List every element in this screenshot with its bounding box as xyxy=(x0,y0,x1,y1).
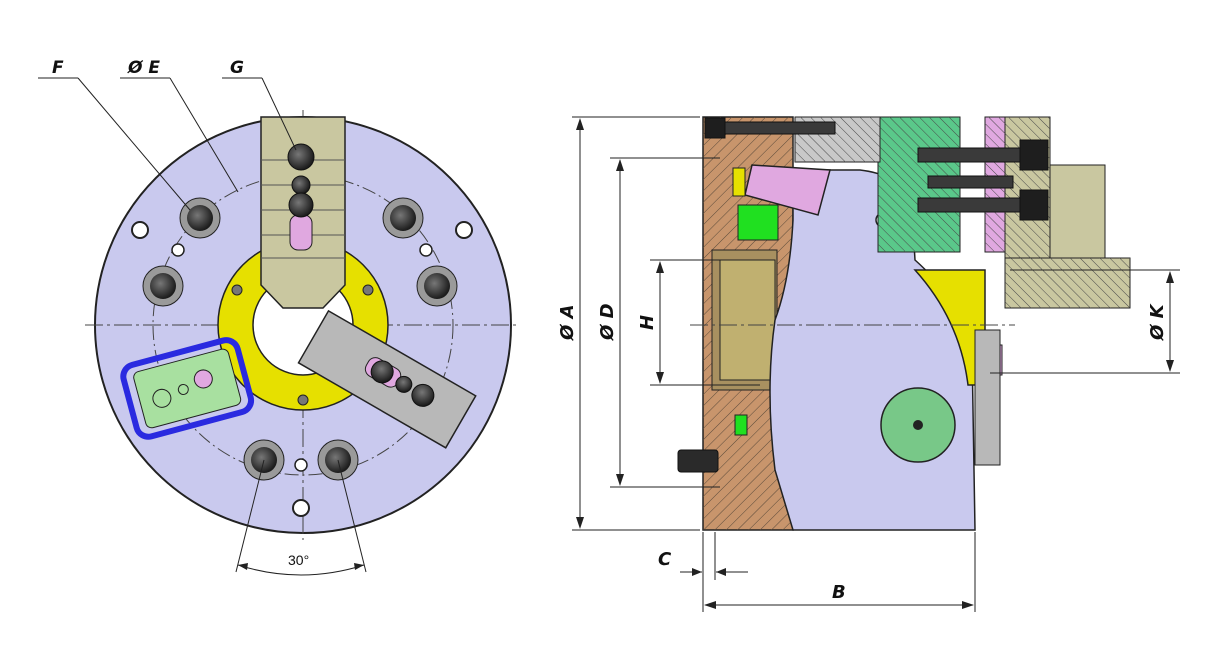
top-jaw xyxy=(260,116,346,309)
dim-h-label: H xyxy=(637,315,658,330)
jaw-pink-slot xyxy=(289,214,313,251)
left-jaw xyxy=(120,337,255,440)
jaw-screw xyxy=(287,143,315,171)
small-hole xyxy=(292,499,310,517)
yellow-wedge xyxy=(913,269,986,386)
right-step xyxy=(1049,164,1106,266)
pink-slider xyxy=(744,164,831,216)
wedge-screw xyxy=(411,383,435,407)
plate-hole xyxy=(177,383,189,395)
bolt xyxy=(704,117,836,139)
bolt xyxy=(917,189,1049,221)
yellow-insert xyxy=(732,167,746,197)
mount-screw xyxy=(424,273,450,299)
right-jaw xyxy=(297,309,477,449)
small-hole xyxy=(419,243,433,257)
label-g: G xyxy=(230,58,244,78)
mount-screw xyxy=(390,205,416,231)
angle-arc xyxy=(237,564,365,576)
plate-hole xyxy=(152,388,172,408)
label-f: F xyxy=(52,58,64,78)
ring-hole xyxy=(231,284,243,296)
jaw-screw xyxy=(291,175,311,195)
small-hole xyxy=(171,243,185,257)
bolt xyxy=(927,175,1014,189)
dim-k-label: Ø K xyxy=(1147,302,1168,341)
leader-e xyxy=(169,77,239,193)
wedge-screw xyxy=(370,360,394,384)
leader-g xyxy=(261,77,297,151)
green-insert xyxy=(737,204,779,241)
mount-screw xyxy=(187,205,213,231)
small-hole xyxy=(294,458,308,472)
jaw-screw xyxy=(288,192,314,218)
bolt xyxy=(677,449,719,473)
green-pin-center xyxy=(913,420,923,430)
right-lower-plate xyxy=(974,329,1001,466)
angle-leg-left xyxy=(235,459,265,573)
small-hole xyxy=(455,221,473,239)
dim-d-label: Ø D xyxy=(597,303,618,341)
label-e: Ø E xyxy=(127,58,160,78)
small-hole xyxy=(131,221,149,239)
ring-hole xyxy=(362,284,374,296)
mount-screw xyxy=(150,273,176,299)
front-view: F Ø E G 30° xyxy=(38,58,520,576)
bolt xyxy=(917,139,1049,171)
green-insert xyxy=(734,414,748,436)
dim-a-label: Ø A xyxy=(557,305,578,342)
angle-leg-right xyxy=(337,459,367,573)
leader-f xyxy=(77,77,191,211)
angle-label: 30° xyxy=(288,552,309,568)
ring-hole xyxy=(297,394,309,406)
wedge-screw xyxy=(395,375,413,393)
section-view: Ø A Ø D H Ø K B C xyxy=(557,116,1180,612)
dim-c-label: C xyxy=(658,549,672,570)
dim-b-label: B xyxy=(832,582,846,603)
plate-hole xyxy=(193,369,213,389)
